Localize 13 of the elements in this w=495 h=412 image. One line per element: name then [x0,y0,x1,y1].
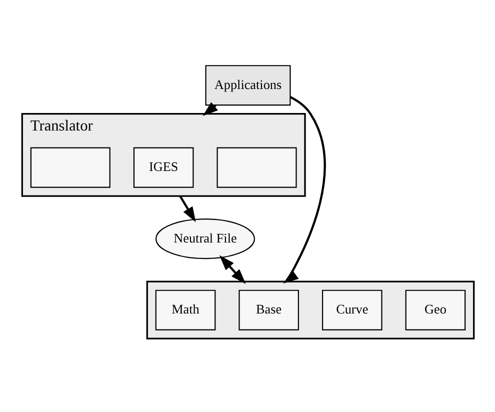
cluster [146,280,474,339]
arrow [282,96,326,284]
node-box: Geo [404,289,466,330]
arrow [218,254,246,284]
node-ellipse: Neutral File [155,218,254,259]
node-box [216,146,296,188]
node-box: Curve [322,289,382,330]
node-box [30,146,110,188]
node-box: Base [238,289,298,330]
node-box: Applications [204,64,290,106]
arrow [178,195,196,222]
node-box: IGES [132,146,194,188]
node-box: Math [154,289,216,330]
